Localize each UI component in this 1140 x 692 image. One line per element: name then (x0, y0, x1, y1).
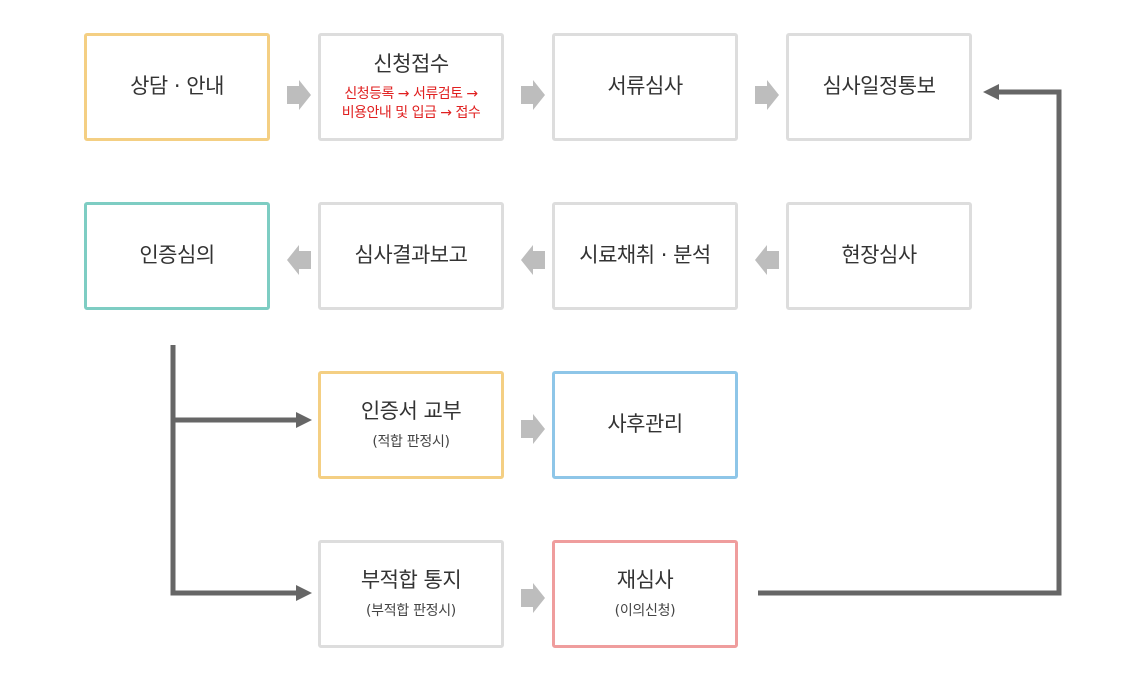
step-site-audit-title: 현장심사 (841, 243, 917, 268)
step-schedule-title: 심사일정통보 (822, 74, 936, 99)
step-sampling-title: 시료채취 · 분석 (579, 243, 711, 268)
step-nonconform: 부적합 통지 (부적합 판정시) (318, 540, 504, 648)
step-doc-review: 서류심사 (552, 33, 738, 141)
arrow-apply-to-doc-review (521, 80, 545, 110)
step-nonconform-title: 부적합 통지 (360, 568, 462, 593)
arrowhead-to-nonconform (296, 585, 312, 601)
branch-line (170, 345, 298, 596)
arrow-report-to-committee (287, 245, 311, 275)
reaudit-return-line (758, 89, 1062, 596)
step-sampling: 시료채취 · 분석 (552, 202, 738, 310)
arrow-site-audit-to-sampling (755, 245, 779, 275)
step-issue-cert: 인증서 교부 (적합 판정시) (318, 371, 504, 479)
step-report-title: 심사결과보고 (354, 243, 468, 268)
step-committee: 인증심의 (84, 202, 270, 310)
step-reaudit: 재심사 (이의신청) (552, 540, 738, 648)
step-apply-title: 신청접수 (373, 51, 449, 76)
step-schedule: 심사일정통보 (786, 33, 972, 141)
step-issue-cert-title: 인증서 교부 (360, 399, 462, 424)
arrow-sampling-to-report (521, 245, 545, 275)
step-aftercare: 사후관리 (552, 371, 738, 479)
step-apply-note-line1: 신청등록 → 서류검토 → (344, 85, 478, 102)
step-site-audit: 현장심사 (786, 202, 972, 310)
step-nonconform-note: (부적합 판정시) (366, 602, 456, 619)
arrowhead-to-issue (296, 412, 312, 428)
step-apply-note-line2: 비용안내 및 입금 → 접수 (341, 104, 481, 121)
arrow-issue-to-aftercare (521, 414, 545, 444)
step-doc-review-title: 서류심사 (607, 74, 683, 99)
step-issue-cert-note: (적합 판정시) (372, 433, 450, 450)
step-reaudit-note: (이의신청) (614, 602, 676, 619)
step-apply: 신청접수 신청등록 → 서류검토 → 비용안내 및 입금 → 접수 (318, 33, 504, 141)
step-committee-title: 인증심의 (139, 243, 215, 268)
step-apply-note: 신청등록 → 서류검토 → 비용안내 및 입금 → 접수 (341, 85, 481, 123)
arrow-doc-review-to-schedule (755, 80, 779, 110)
step-consult: 상담 · 안내 (84, 33, 270, 141)
step-reaudit-title: 재심사 (616, 568, 674, 593)
step-consult-title: 상담 · 안내 (130, 74, 224, 99)
step-report: 심사결과보고 (318, 202, 504, 310)
step-aftercare-title: 사후관리 (607, 412, 683, 437)
arrowhead-to-schedule (983, 84, 999, 100)
arrow-nonconform-to-reaudit (521, 583, 545, 613)
arrow-consult-to-apply (287, 80, 311, 110)
